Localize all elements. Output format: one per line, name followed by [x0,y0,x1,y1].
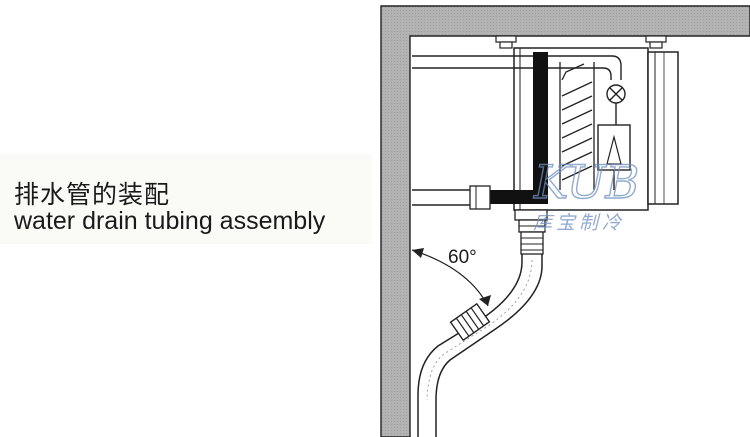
expansion-valve-icon [606,84,626,125]
angle-label: 60° [448,247,477,268]
drain-pipe-through-wall [412,185,491,210]
angle-indicator [411,248,491,307]
drain-hose [417,254,543,437]
caption-title-zh: 排水管的装配 [14,180,171,209]
internal-drain-pipe [533,52,548,202]
caption-background [0,154,372,244]
mounting-bracket-left [495,35,517,49]
mounting-bracket-right [645,35,667,49]
watermark-chinese: 库宝制冷 [533,212,625,234]
watermark-latin: KUB [533,155,639,209]
wall-section [380,5,750,437]
caption-title-en: water drain tubing assembly [14,207,326,235]
drain-outlet [514,209,548,255]
filter-drier-icon [597,124,631,190]
hose-coupling [449,302,491,342]
refrigerant-pipe-upper [412,55,622,80]
front-panel [647,51,679,205]
heat-exchanger-coil [559,62,595,190]
